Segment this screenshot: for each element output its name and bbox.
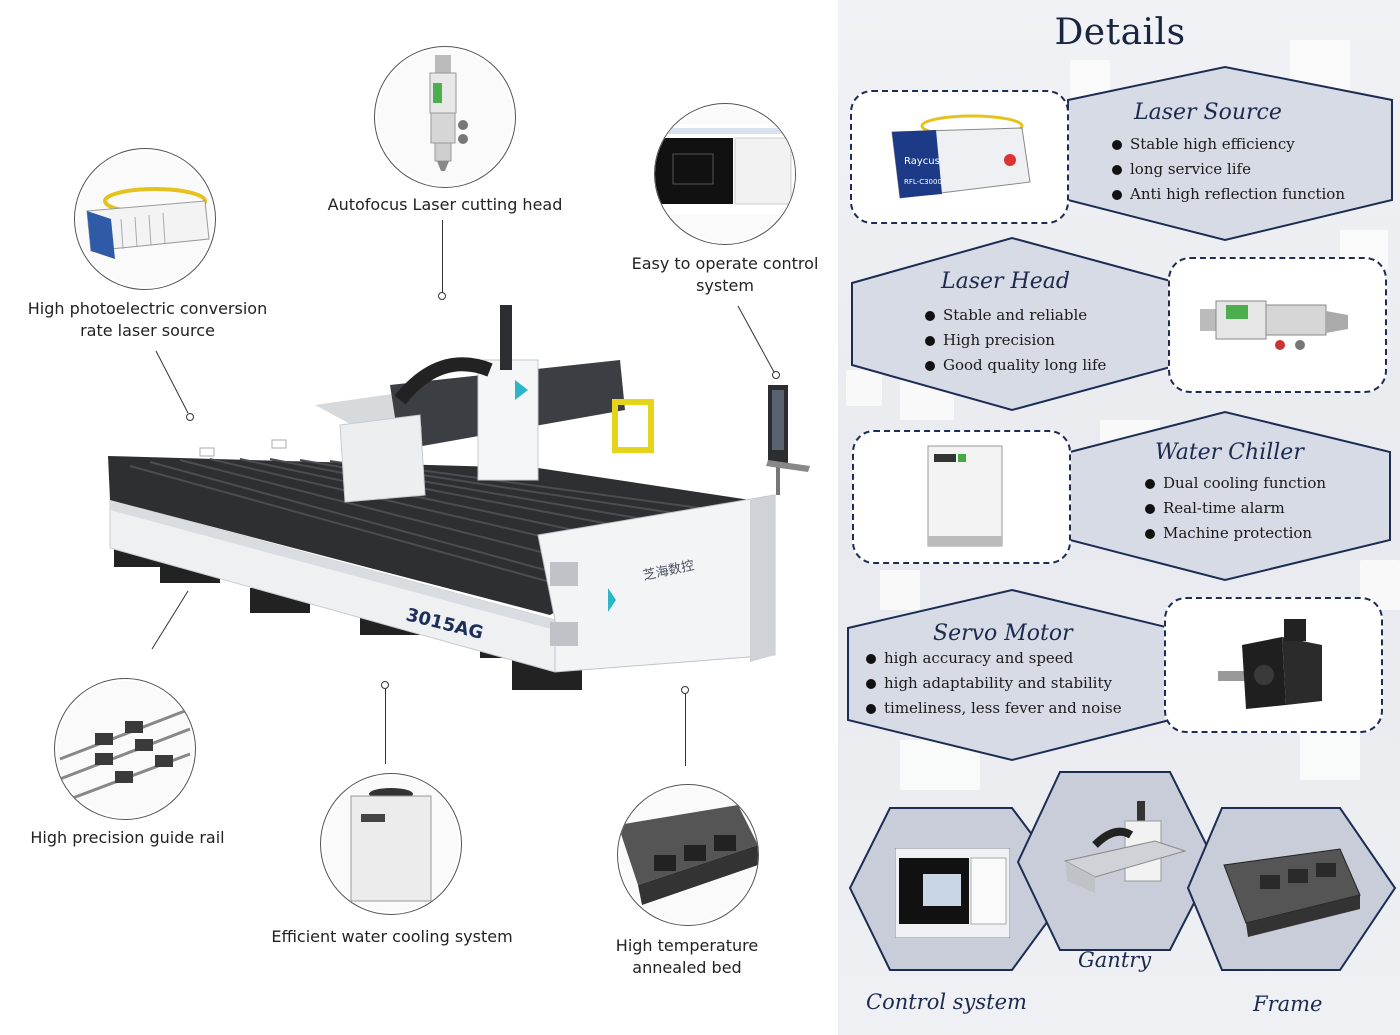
guide-rail-label: High precision guide rail bbox=[30, 828, 225, 847]
laser-source-icon: Raycus RFL-C3000 bbox=[891, 114, 1031, 199]
list-item: Machine protection bbox=[1145, 521, 1326, 546]
details-title: Details bbox=[1054, 12, 1186, 53]
list-item: Anti high reflection function bbox=[1112, 182, 1345, 207]
list-item: Good quality long life bbox=[925, 353, 1106, 378]
servo-motor-bullets: high accuracy and speed high adaptabilit… bbox=[866, 646, 1122, 721]
laser-head-bullets: Stable and reliable High precision Good … bbox=[925, 303, 1106, 378]
control-system-leader-line bbox=[737, 305, 780, 379]
laser-source-photo-card: Raycus RFL-C3000 bbox=[850, 90, 1069, 224]
laser-source-label: High photoelectric conversion rate laser… bbox=[27, 299, 268, 340]
water-cooling-label: Efficient water cooling system bbox=[271, 927, 513, 946]
gantry-bottom-label: Gantry bbox=[1078, 948, 1152, 972]
water-chiller-photo-card bbox=[852, 430, 1071, 564]
laser-source-photo-brand: Raycus bbox=[904, 156, 940, 167]
servo-motor-photo-card bbox=[1164, 597, 1383, 733]
list-item: High precision bbox=[925, 328, 1106, 353]
laser-head-icon bbox=[1200, 300, 1348, 350]
annealed-bed-callout-image bbox=[617, 784, 759, 926]
list-item: long service life bbox=[1112, 157, 1345, 182]
list-item: Stable and reliable bbox=[925, 303, 1106, 328]
cutting-head-callout-image bbox=[374, 46, 516, 188]
list-item: high adaptability and stability bbox=[866, 671, 1122, 696]
cutting-head-leader-line bbox=[442, 220, 443, 294]
list-item: high accuracy and speed bbox=[866, 646, 1122, 671]
list-item: timeliness, less fever and noise bbox=[866, 696, 1122, 721]
water-chiller-bullets: Dual cooling function Real-time alarm Ma… bbox=[1145, 471, 1326, 546]
control-system-icon bbox=[895, 848, 1010, 938]
laser-source-leader-line bbox=[155, 350, 194, 421]
laser-source-callout-image bbox=[74, 148, 216, 290]
control-system-bottom-label: Control system bbox=[866, 990, 1027, 1014]
laser-cutting-machine-illustration: 3015AG 芝海数控 bbox=[108, 305, 810, 690]
chiller-icon bbox=[350, 788, 432, 902]
servo-motor-icon bbox=[1218, 619, 1322, 709]
laser-source-bullets: Stable high efficiency long service life… bbox=[1112, 132, 1345, 207]
list-item: Stable high efficiency bbox=[1112, 132, 1345, 157]
annealed-bed-leader-dot bbox=[681, 686, 689, 694]
control-system-callout-image bbox=[654, 103, 796, 245]
laser-head-title: Laser Head bbox=[941, 269, 1070, 294]
cutting-head-leader-dot bbox=[438, 292, 446, 300]
water-cooling-callout-image bbox=[320, 773, 462, 915]
annealed-bed-leader-line bbox=[685, 694, 686, 766]
frame-bottom-label: Frame bbox=[1253, 992, 1323, 1016]
gantry-icon bbox=[1063, 801, 1187, 893]
water-chiller-title: Water Chiller bbox=[1155, 440, 1304, 465]
control-system-label: Easy to operate control system bbox=[631, 254, 819, 295]
guide-rail-icon bbox=[59, 707, 191, 801]
frame-icon bbox=[1223, 848, 1361, 937]
laser-head-icon bbox=[429, 55, 468, 171]
laser-source-title: Laser Source bbox=[1134, 100, 1282, 125]
laser-head-photo-card bbox=[1168, 257, 1387, 393]
chiller-icon bbox=[927, 445, 1003, 547]
guide-rail-callout-image bbox=[54, 678, 196, 820]
annealed-bed-label: High temperature annealed bed bbox=[615, 936, 759, 977]
guide-rail-leader-line bbox=[151, 590, 189, 650]
list-item: Real-time alarm bbox=[1145, 496, 1326, 521]
bed-frame-icon bbox=[618, 805, 758, 905]
water-cooling-leader-line bbox=[385, 689, 386, 764]
laser-source-icon bbox=[86, 187, 210, 259]
laser-source-photo-model: RFL-C3000 bbox=[904, 178, 942, 186]
cutting-head-label: Autofocus Laser cutting head bbox=[327, 195, 563, 214]
servo-motor-title: Servo Motor bbox=[933, 621, 1073, 646]
list-item: Dual cooling function bbox=[1145, 471, 1326, 496]
control-screen-icon bbox=[655, 124, 795, 214]
water-cooling-leader-dot bbox=[381, 681, 389, 689]
